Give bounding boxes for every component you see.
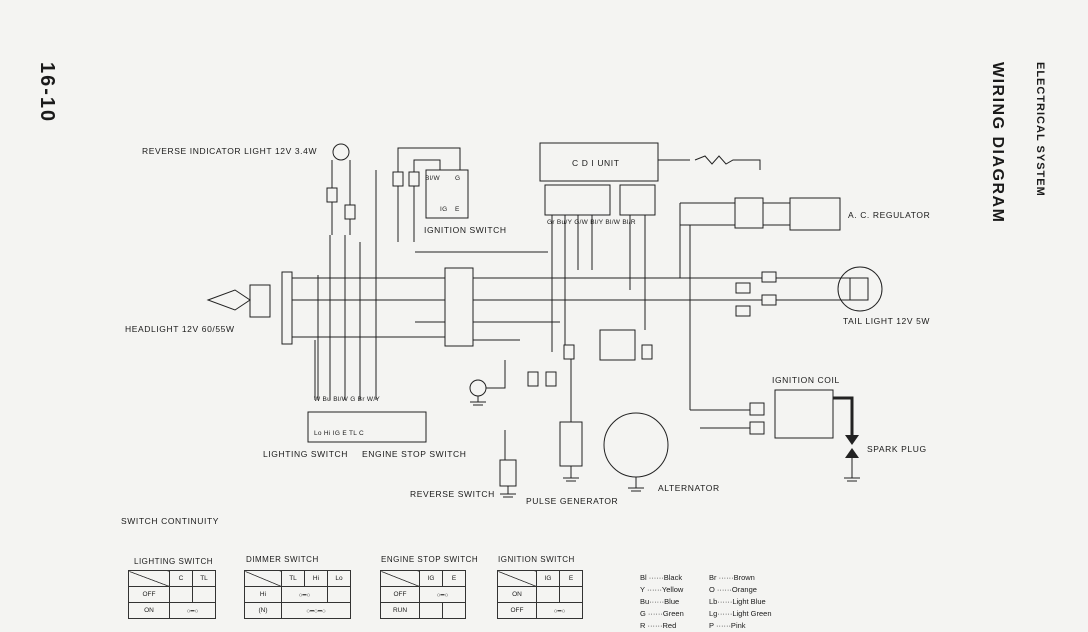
tail-light-label: TAIL LIGHT 12V 5W xyxy=(843,316,931,326)
lighting-switch-label: LIGHTING SWITCH xyxy=(263,449,349,459)
ac-regulator-label: A. C. REGULATOR xyxy=(848,210,931,220)
switch-continuity-label: SWITCH CONTINUITY xyxy=(121,516,220,526)
reverse-indicator-bulb xyxy=(332,143,350,161)
ignition-switch-label: IGNITION SWITCH xyxy=(424,225,507,235)
ac-regulator-box xyxy=(789,197,841,231)
tail-light-bulb xyxy=(837,266,883,312)
junction-connector xyxy=(444,267,474,347)
alternator-label: ALTERNATOR xyxy=(658,483,720,493)
pulse-generator xyxy=(559,421,583,467)
engine-stop-table-title: ENGINE STOP SWITCH xyxy=(381,555,479,564)
engine-stop-switch-label: ENGINE STOP SWITCH xyxy=(362,449,467,459)
cdi-unit-box xyxy=(539,142,659,182)
color-legend-col2: Br ······Brown O ······Orange Lb······Li… xyxy=(709,573,772,630)
ign-sw-term-e: E xyxy=(455,206,460,213)
dimmer-table-title: DIMMER SWITCH xyxy=(246,555,319,564)
cdi-unit-label: C D I UNIT xyxy=(572,158,620,168)
reverse-switch-box xyxy=(499,459,517,487)
spark-plug-label: SPARK PLUG xyxy=(867,444,927,454)
lighting-switch-block xyxy=(307,411,427,443)
lighting-terms-top: W Bu Bl/W G Br W/Y xyxy=(314,396,381,403)
ign-sw-term-ig: IG xyxy=(440,206,448,213)
ignition-coil-box xyxy=(774,389,834,439)
cdi-wire-codes: Gr Bu/Y G/W Bl/Y Bl/W Bl/R xyxy=(547,219,636,226)
pulse-generator-label: PULSE GENERATOR xyxy=(526,496,619,506)
lighting-table-title: LIGHTING SWITCH xyxy=(134,557,214,566)
ign-sw-term-blw: Bl/W xyxy=(425,175,440,182)
ign-sw-term-g: G xyxy=(455,175,461,182)
lighting-terms-bottom: Lo Hi IG E TL C xyxy=(314,430,365,437)
headlight-label: HEADLIGHT 12V 60/55W xyxy=(125,324,235,334)
color-legend-col1: Bl ······Black Y ······Yellow Bu······Bl… xyxy=(640,573,684,630)
reverse-indicator-label: REVERSE INDICATOR LIGHT 12V 3.4W xyxy=(142,146,318,156)
ignition-coil-label: IGNITION COIL xyxy=(772,375,840,385)
ignition-switch-box xyxy=(425,169,469,219)
reverse-switch-label: REVERSE SWITCH xyxy=(410,489,495,499)
headlight-bulb xyxy=(249,284,271,318)
alternator xyxy=(603,412,669,478)
ignition-table-title: IGNITION SWITCH xyxy=(498,555,575,564)
